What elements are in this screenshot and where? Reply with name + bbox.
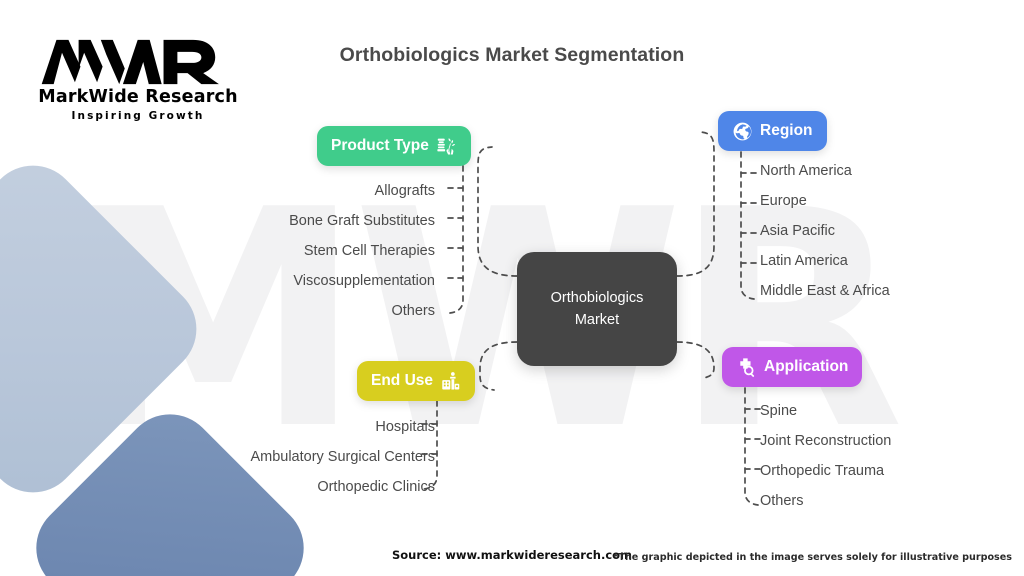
list-item[interactable]: Viscosupplementation <box>293 273 435 289</box>
list-item[interactable]: Orthopedic Clinics <box>317 479 435 495</box>
branch-label-application: Application <box>764 358 849 375</box>
center-node[interactable]: Orthobiologics Market <box>517 252 677 366</box>
medical-search-icon <box>736 357 757 378</box>
branch-label-end-use: End Use <box>371 372 434 389</box>
branch-badge-application[interactable]: Application <box>722 347 863 387</box>
hospital-icon <box>440 371 461 392</box>
branch-badge-end-use[interactable]: End Use <box>357 361 476 401</box>
globe-icon <box>732 121 753 142</box>
list-item[interactable]: Allografts <box>374 183 435 199</box>
list-item[interactable]: Joint Reconstruction <box>760 433 892 449</box>
center-node-label: Orthobiologics Market <box>550 290 644 328</box>
list-item[interactable]: Middle East & Africa <box>760 283 890 299</box>
branch-items-end-use: Hospitals Ambulatory Surgical Centers Or… <box>150 412 435 502</box>
list-item[interactable]: Asia Pacific <box>760 223 835 239</box>
list-item[interactable]: Spine <box>760 403 798 419</box>
list-item[interactable]: North America <box>760 163 852 179</box>
list-item[interactable]: Orthopedic Trauma <box>760 463 885 479</box>
branch-items-application: Spine Joint Reconstruction Orthopedic Tr… <box>760 396 891 516</box>
brand-name: MarkWide Research <box>38 87 238 107</box>
product-package-icon <box>436 136 457 157</box>
brand-tagline: Inspiring Growth <box>71 110 205 122</box>
list-item[interactable]: Bone Graft Substitutes <box>289 213 435 229</box>
list-item[interactable]: Ambulatory Surgical Centers <box>250 449 435 465</box>
list-item[interactable]: Europe <box>760 193 807 209</box>
branch-label-product-type: Product Type <box>331 137 429 154</box>
page-title: Orthobiologics Market Segmentation <box>339 44 685 66</box>
branch-label-region: Region <box>760 122 813 139</box>
branch-items-product-type: Allografts Bone Graft Substitutes Stem C… <box>180 176 435 326</box>
branch-items-region: North America Europe Asia Pacific Latin … <box>760 156 890 306</box>
mwr-logo-icon <box>41 39 219 85</box>
list-item[interactable]: Hospitals <box>375 419 435 435</box>
branch-badge-region[interactable]: Region <box>718 111 827 151</box>
source-text: Source: www.markwideresearch.com <box>391 548 633 562</box>
list-item[interactable]: Latin America <box>760 253 848 269</box>
list-item[interactable]: Stem Cell Therapies <box>303 243 435 259</box>
branch-badge-product-type[interactable]: Product Type <box>317 126 471 166</box>
list-item[interactable]: Others <box>391 303 435 319</box>
brand-logo: MarkWide Research Inspiring Growth <box>38 38 238 122</box>
disclaimer-text: *The graphic depicted in the image serve… <box>613 552 1012 563</box>
list-item[interactable]: Others <box>760 493 804 509</box>
